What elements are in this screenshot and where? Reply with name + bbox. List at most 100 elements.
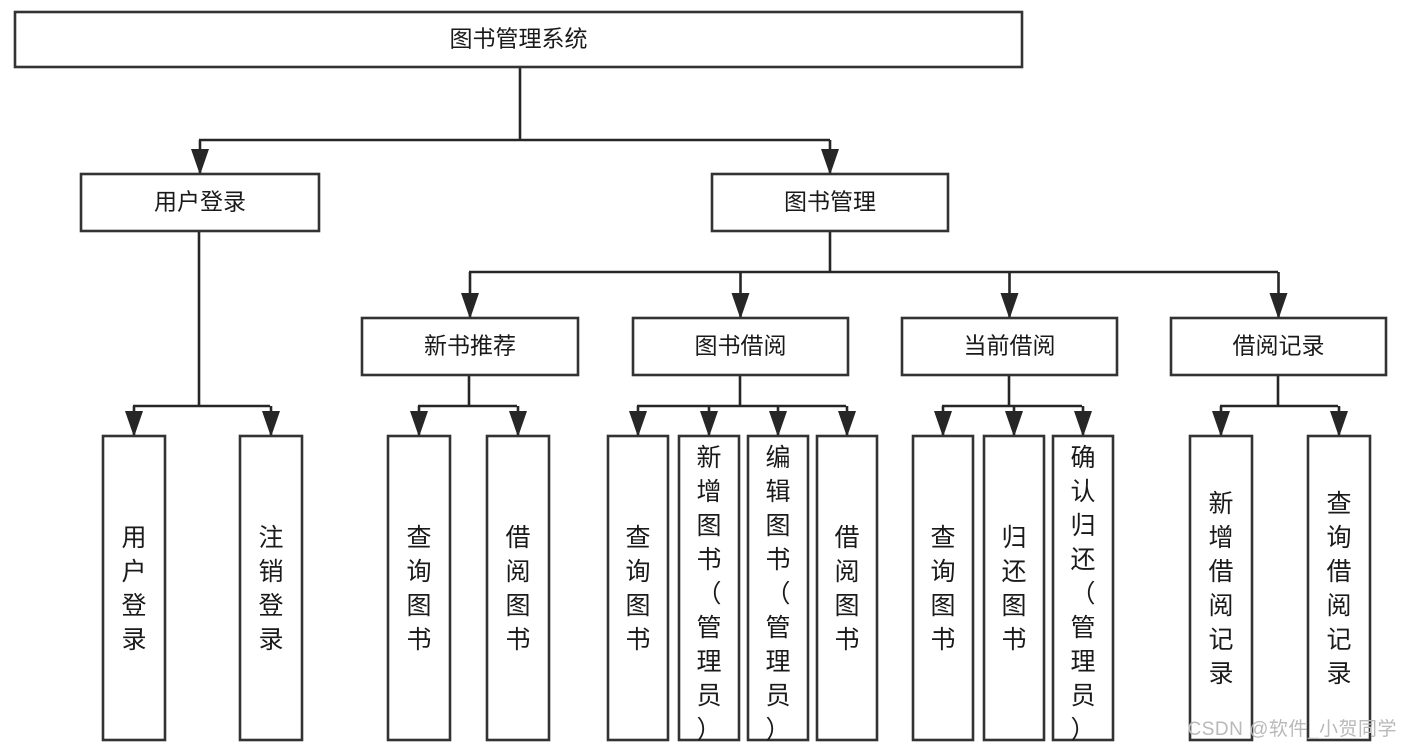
node-box-leaf-query-book-borrow[interactable] (606, 434, 670, 742)
node-box-book-manage[interactable] (710, 172, 950, 233)
node-label-leaf-query-book-cur: 查询图书 (930, 524, 955, 654)
arrow-head-icon (1212, 411, 1230, 437)
node-box-user-login[interactable] (79, 172, 321, 233)
node-current-borrow[interactable]: 当前借阅 (900, 316, 1119, 377)
edge-borrow-record-to-leaf-add-record (1212, 406, 1230, 437)
node-leaf-add-record[interactable]: 新增借阅记录 (1188, 434, 1254, 742)
arrow-head-icon (191, 149, 209, 175)
node-leaf-return-book[interactable]: 归还图书 (982, 434, 1046, 742)
connector-group-bus-user-login (133, 231, 270, 408)
edge-current-borrow-to-leaf-query-book-cur (934, 406, 952, 437)
node-book-borrow[interactable]: 图书借阅 (631, 316, 850, 377)
node-box-leaf-query-record[interactable] (1306, 434, 1372, 742)
arrow-head-icon (700, 411, 718, 437)
node-leaf-borrow-book-rec[interactable]: 借阅图书 (485, 434, 551, 742)
edge-new-book-rec-to-leaf-query-book-rec (410, 406, 428, 437)
node-box-leaf-query-book-rec[interactable] (386, 434, 452, 742)
connector-group-bus-book-borrow (637, 375, 846, 408)
node-box-leaf-edit-book[interactable] (746, 434, 810, 742)
node-box-book-borrow[interactable] (631, 316, 850, 377)
node-box-new-book-rec[interactable] (360, 316, 580, 377)
node-label-borrow-record: 借阅记录 (1233, 333, 1325, 359)
arrow-head-icon (509, 411, 527, 437)
node-label-leaf-query-book-rec: 查询图书 (406, 524, 431, 654)
node-label-root: 图书管理系统 (450, 26, 588, 52)
node-leaf-query-book-borrow[interactable]: 查询图书 (606, 434, 670, 742)
node-label-leaf-borrow-book: 借阅图书 (834, 524, 859, 654)
node-box-leaf-borrow-book[interactable] (815, 434, 879, 742)
node-leaf-user-login[interactable]: 用户登录 (101, 434, 167, 742)
edge-book-borrow-to-leaf-query-book-borrow (629, 406, 647, 437)
node-leaf-add-book[interactable]: 新增图书（管理员） (677, 434, 741, 744)
edge-user-login-to-leaf-user-login (125, 406, 143, 437)
arrow-head-icon (1074, 411, 1092, 437)
node-label-leaf-borrow-book-rec: 借阅图书 (505, 524, 530, 654)
node-label-leaf-user-login: 用户登录 (121, 524, 146, 654)
connector-group-bus-book-manage (469, 231, 1278, 274)
connector-group-bus-current-borrow (942, 375, 1082, 408)
node-book-manage[interactable]: 图书管理 (710, 172, 950, 233)
node-box-leaf-return-book[interactable] (982, 434, 1046, 742)
node-leaf-query-book-cur[interactable]: 查询图书 (911, 434, 975, 742)
node-borrow-record[interactable]: 借阅记录 (1169, 316, 1388, 377)
node-leaf-borrow-book[interactable]: 借阅图书 (815, 434, 879, 742)
node-user-login[interactable]: 用户登录 (79, 172, 321, 233)
node-box-leaf-borrow-book-rec[interactable] (485, 434, 551, 742)
arrow-head-icon (731, 293, 750, 319)
node-label-leaf-query-book-borrow: 查询图书 (625, 524, 650, 654)
arrow-head-icon (629, 411, 647, 437)
node-leaf-edit-book[interactable]: 编辑图书（管理员） (746, 434, 810, 744)
node-box-leaf-user-login[interactable] (101, 434, 167, 742)
node-label-book-manage: 图书管理 (784, 189, 876, 215)
edge-book-borrow-to-leaf-edit-book (769, 406, 787, 437)
node-label-user-login: 用户登录 (154, 189, 246, 215)
arrow-head-icon (125, 411, 143, 437)
node-box-current-borrow[interactable] (900, 316, 1119, 377)
edge-new-book-rec-to-leaf-borrow-book-rec (509, 406, 527, 437)
node-leaf-logout[interactable]: 注销登录 (238, 434, 304, 742)
node-label-leaf-edit-book: 编辑图书（管理员） (765, 444, 790, 744)
arrow-head-icon (262, 411, 280, 437)
edge-book-manage-to-current-borrow (1000, 272, 1019, 319)
node-label-leaf-logout: 注销登录 (258, 524, 283, 654)
arrow-head-icon (1330, 411, 1348, 437)
edge-book-borrow-to-leaf-borrow-book (838, 406, 856, 437)
edge-root-to-book-manage (821, 140, 839, 175)
arrow-head-icon (1269, 293, 1288, 319)
node-box-leaf-logout[interactable] (238, 434, 304, 742)
node-box-leaf-query-book-cur[interactable] (911, 434, 975, 742)
node-label-leaf-confirm-return: 确认归还（管理员） (1070, 444, 1095, 744)
edge-borrow-record-to-leaf-query-record (1330, 406, 1348, 437)
node-root[interactable]: 图书管理系统 (13, 10, 1024, 69)
arrow-head-icon (769, 411, 787, 437)
node-label-leaf-return-book: 归还图书 (1001, 524, 1026, 654)
arrow-head-icon (934, 411, 952, 437)
arrow-head-icon (838, 411, 856, 437)
node-label-leaf-add-book: 新增图书（管理员） (696, 444, 721, 744)
node-label-leaf-query-record: 查询借阅记录 (1326, 490, 1351, 688)
edge-user-login-to-leaf-logout (262, 406, 280, 437)
node-label-book-borrow: 图书借阅 (695, 333, 787, 359)
node-leaf-query-book-rec[interactable]: 查询图书 (386, 434, 452, 742)
connector-group-bus-root (199, 67, 830, 142)
arrow-head-icon (1000, 293, 1019, 319)
node-box-leaf-add-book[interactable] (677, 434, 741, 742)
node-label-new-book-rec: 新书推荐 (424, 333, 516, 359)
arrow-head-icon (461, 293, 479, 319)
arrow-head-icon (410, 411, 428, 437)
node-label-leaf-add-record: 新增借阅记录 (1208, 490, 1233, 688)
node-label-current-borrow: 当前借阅 (964, 333, 1056, 359)
node-box-borrow-record[interactable] (1169, 316, 1388, 377)
node-new-book-rec[interactable]: 新书推荐 (360, 316, 580, 377)
connector-group-bus-borrow-record (1220, 375, 1338, 408)
node-box-root[interactable] (13, 10, 1024, 69)
arrow-head-icon (821, 149, 839, 175)
arrow-head-icon (1005, 411, 1023, 437)
node-box-leaf-add-record[interactable] (1188, 434, 1254, 742)
node-leaf-confirm-return[interactable]: 确认归还（管理员） (1051, 434, 1115, 744)
connector-group-bus-new-book-rec (418, 375, 517, 408)
node-leaf-query-record[interactable]: 查询借阅记录 (1306, 434, 1372, 742)
node-box-leaf-confirm-return[interactable] (1051, 434, 1115, 742)
